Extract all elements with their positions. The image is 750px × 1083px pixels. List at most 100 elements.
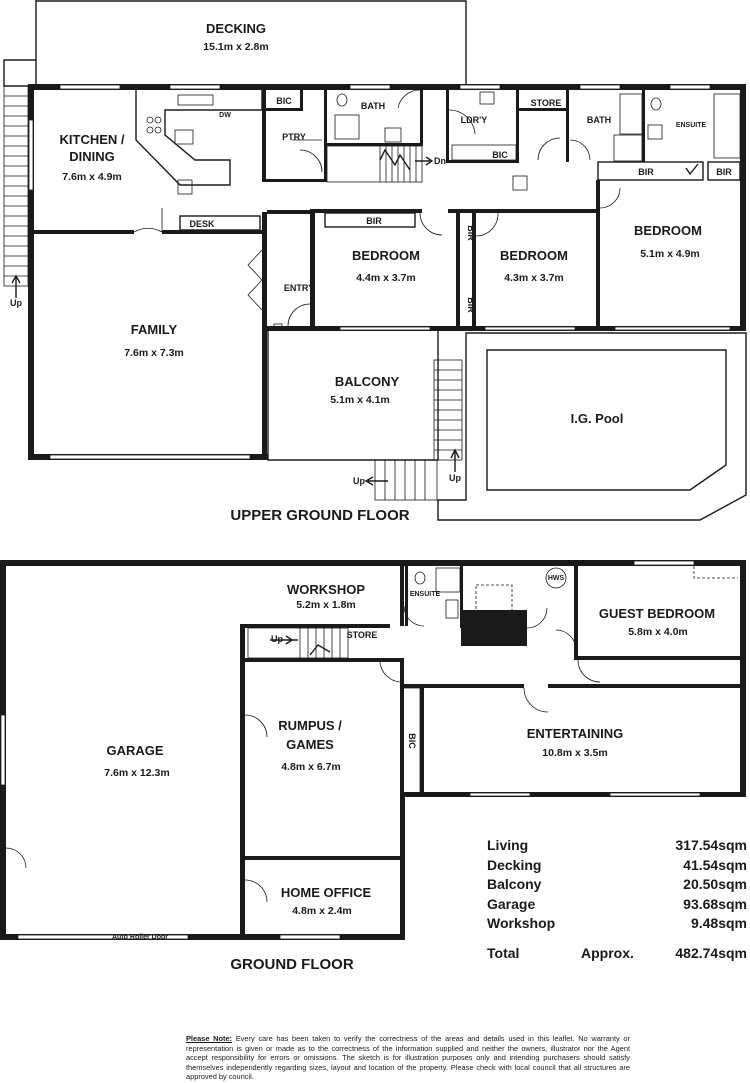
wall-kitchen-family-2	[162, 230, 262, 234]
wall-ldry-east	[516, 90, 519, 163]
dn-label: Dn	[434, 156, 446, 166]
gf-basin	[445, 599, 459, 619]
gf-wall-north	[0, 560, 746, 566]
area-row-balcony: Balcony 20.50sqm	[487, 875, 747, 895]
store-label: STORE	[531, 98, 562, 108]
rumpus-doors	[244, 661, 401, 738]
wall-west	[28, 84, 34, 460]
window	[484, 326, 576, 331]
area-row-decking: Decking 41.54sqm	[487, 856, 747, 876]
gf-wall-ent-north	[404, 684, 524, 688]
bedroom-doors	[419, 187, 621, 237]
bir-corner	[707, 161, 741, 181]
entry-label: ENTRY	[284, 283, 314, 293]
ground-floor-title: GROUND FLOOR	[230, 956, 353, 973]
workshop-name: WORKSHOP	[287, 582, 365, 597]
guest-name: GUEST BEDROOM	[599, 606, 715, 621]
guest-dims: 5.8m x 4.0m	[628, 626, 688, 638]
bifold-door	[247, 249, 263, 311]
left-stairs	[3, 85, 29, 298]
wall-bed1-bed2	[456, 209, 460, 327]
ground-floor-plan	[0, 560, 746, 940]
window	[609, 792, 701, 797]
ens-toilet	[650, 97, 662, 111]
gf-stairs	[247, 627, 349, 659]
pool	[486, 349, 727, 491]
wall-bed1-west	[310, 210, 315, 328]
gf-up-label: Up	[271, 634, 283, 644]
wall-entry-north	[267, 210, 312, 214]
office-door	[244, 879, 268, 903]
bath1-label: BATH	[361, 101, 385, 111]
gf-wall-guest-south	[574, 656, 740, 660]
kitchen-dims: 7.6m x 4.9m	[62, 171, 122, 183]
entertaining-dims: 10.8m x 3.5m	[542, 747, 607, 759]
ptry-label: PTRY	[282, 132, 306, 142]
wall-family-east	[262, 212, 267, 460]
wall-east	[740, 84, 746, 330]
window	[169, 84, 221, 90]
dw-label: DW	[219, 112, 231, 119]
wall-bed2-bed3	[596, 180, 600, 328]
ensuite-label: ENSUITE	[676, 122, 707, 129]
window	[614, 326, 731, 331]
desk-label: DESK	[189, 219, 215, 229]
gf-wall-south	[0, 934, 405, 940]
workshop-dims: 5.2m x 1.8m	[296, 599, 356, 611]
wall-bath1-east	[420, 90, 423, 146]
garage-side-door	[5, 847, 27, 869]
up-balcony-label: Up	[353, 476, 365, 486]
gf-shower	[435, 567, 461, 593]
window	[339, 326, 431, 331]
total-approx: Approx.	[581, 944, 634, 961]
desk	[179, 215, 261, 231]
window	[633, 560, 695, 566]
area-value: 20.50sqm	[683, 876, 747, 892]
gf-wall-ens	[405, 566, 408, 626]
gf-wall-garage-east	[240, 624, 245, 940]
gf-wall-guest-west	[574, 566, 578, 658]
pool-surround	[437, 332, 747, 521]
wall-store-east	[566, 90, 569, 162]
window	[459, 84, 501, 90]
rumpus-name-2: GAMES	[286, 737, 334, 752]
ens-tub	[713, 93, 741, 159]
bir-master-label: BIR	[638, 167, 654, 177]
wall-ldry-west	[446, 90, 449, 162]
family-name: FAMILY	[131, 322, 178, 337]
wall-bath1-west	[324, 90, 327, 182]
rumpus-name-1: RUMPUS /	[278, 718, 342, 733]
bic-label: BIC	[276, 96, 292, 106]
bath2-door	[569, 139, 591, 161]
bir-master	[597, 161, 704, 181]
stairs-down	[326, 145, 434, 183]
up-pool-label: Up	[449, 473, 461, 483]
area-row-workshop: Workshop 9.48sqm	[487, 914, 747, 934]
gf-wall-rumpus-east	[400, 658, 404, 792]
window	[579, 84, 621, 90]
skylight	[512, 175, 528, 191]
gf-ens-door	[526, 607, 548, 629]
gf-toilet	[414, 571, 426, 585]
window	[49, 454, 251, 460]
area-value: 317.54sqm	[675, 837, 747, 853]
bath-door	[397, 89, 421, 109]
area-label: Garage	[487, 895, 536, 912]
bedroom2-name: BEDROOM	[500, 248, 568, 263]
area-row-garage: Garage 93.68sqm	[487, 895, 747, 915]
bir-bed1-label: BIR	[366, 216, 382, 226]
window	[0, 714, 6, 786]
rumpus-dims: 4.8m x 6.7m	[281, 761, 341, 773]
gf-wall-ent-north-2	[548, 684, 740, 688]
ldry-label: LDR'Y	[461, 115, 488, 125]
ldry-bic	[451, 144, 517, 161]
note-body: Every care has been taken to verify the …	[186, 1034, 630, 1082]
entry-door	[287, 303, 311, 327]
gf-wall-office-east	[400, 792, 405, 940]
gf-dark-block	[461, 610, 527, 646]
bath2-label: BATH	[587, 115, 611, 125]
wall-pantry	[262, 90, 266, 182]
toilet	[336, 93, 348, 107]
gf-wall-workshop-east	[400, 566, 404, 626]
wall-bic-2	[300, 90, 303, 111]
